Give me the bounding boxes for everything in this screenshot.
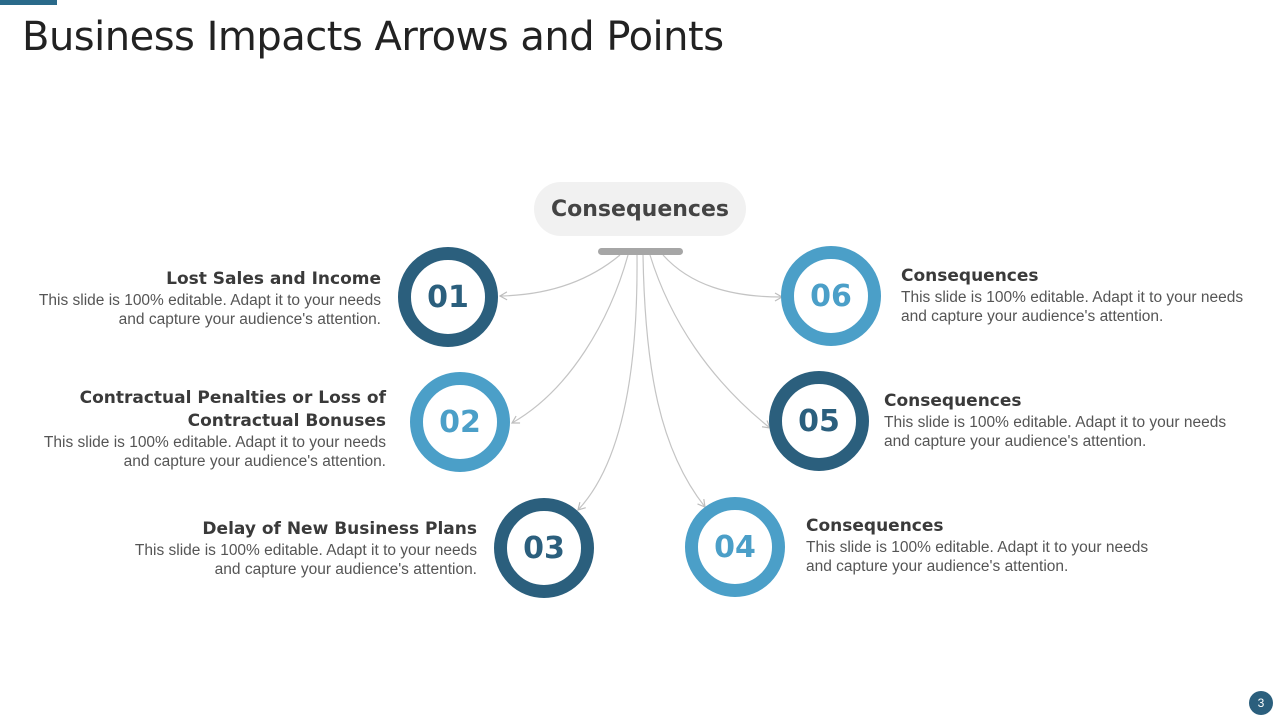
number-circle-03: 03 bbox=[494, 498, 594, 598]
arrow-to-03 bbox=[577, 254, 638, 511]
item-desc-line2: and capture your audience's attention. bbox=[123, 453, 386, 470]
hub-consequences: Consequences bbox=[534, 182, 746, 236]
item-desc-line1: This slide is 100% editable. Adapt it to… bbox=[38, 292, 381, 309]
arrow-to-05 bbox=[649, 254, 771, 429]
accent-bar bbox=[0, 0, 57, 5]
arrow-to-02 bbox=[510, 254, 629, 424]
item-heading: Consequences bbox=[901, 266, 1039, 286]
arrow-to-06 bbox=[662, 254, 784, 302]
arrow-to-01 bbox=[498, 254, 621, 301]
item-desc-line2: and capture your audience's attention. bbox=[806, 558, 1069, 575]
item-desc-line1: This slide is 100% editable. Adapt it to… bbox=[806, 539, 1149, 556]
item-05: Consequences This slide is 100% editable… bbox=[884, 390, 1244, 451]
item-heading: Consequences bbox=[884, 391, 1022, 411]
number-circle-05: 05 bbox=[769, 371, 869, 471]
item-desc-line1: This slide is 100% editable. Adapt it to… bbox=[884, 414, 1227, 431]
item-06: Consequences This slide is 100% editable… bbox=[901, 265, 1261, 326]
number-circle-02: 02 bbox=[410, 372, 510, 472]
item-desc-line2: and capture your audience's attention. bbox=[901, 308, 1164, 325]
item-01: Lost Sales and Income This slide is 100%… bbox=[21, 268, 381, 329]
item-02: Contractual Penalties or Loss of Contrac… bbox=[26, 387, 386, 471]
number-circle-06: 06 bbox=[781, 246, 881, 346]
item-heading: Contractual Penalties or Loss of Contrac… bbox=[79, 388, 386, 431]
hub-connector-bar bbox=[598, 248, 683, 255]
item-04: Consequences This slide is 100% editable… bbox=[806, 515, 1166, 576]
arrow-to-04 bbox=[642, 254, 706, 508]
item-desc-line2: and capture your audience's attention. bbox=[884, 433, 1147, 450]
slide-title: Business Impacts Arrows and Points bbox=[22, 14, 724, 60]
item-heading: Consequences bbox=[806, 516, 944, 536]
item-desc-line1: This slide is 100% editable. Adapt it to… bbox=[901, 289, 1244, 306]
item-03: Delay of New Business Plans This slide i… bbox=[117, 518, 477, 579]
number-circle-01: 01 bbox=[398, 247, 498, 347]
item-desc-line1: This slide is 100% editable. Adapt it to… bbox=[134, 542, 477, 559]
item-desc-line2: and capture your audience's attention. bbox=[214, 561, 477, 578]
item-heading: Lost Sales and Income bbox=[166, 269, 381, 289]
item-desc-line1: This slide is 100% editable. Adapt it to… bbox=[43, 434, 386, 451]
item-desc-line2: and capture your audience's attention. bbox=[118, 311, 381, 328]
page-number-badge: 3 bbox=[1249, 691, 1273, 715]
number-circle-04: 04 bbox=[685, 497, 785, 597]
item-heading: Delay of New Business Plans bbox=[202, 519, 477, 539]
